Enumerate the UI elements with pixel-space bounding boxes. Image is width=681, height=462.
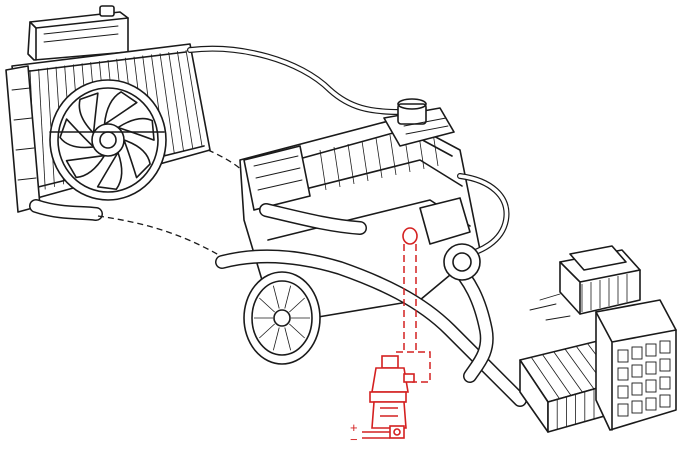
engine-rib <box>389 134 397 176</box>
engine-rib <box>333 146 341 188</box>
housing-vent <box>617 367 629 381</box>
core-fin <box>530 357 560 399</box>
heater-housing <box>529 293 677 431</box>
heater-return-hose <box>457 173 510 259</box>
engine-rib <box>375 137 383 179</box>
engine-rib <box>347 143 355 185</box>
housing-vent <box>659 340 671 354</box>
radiator-fin <box>185 49 203 147</box>
carburettor <box>383 98 455 147</box>
housing-vent <box>631 364 643 378</box>
housing-vent <box>659 394 671 408</box>
radiator-fin <box>176 51 194 149</box>
radiator-fin <box>168 52 184 152</box>
engine-block <box>239 117 481 321</box>
clutch-spoke <box>272 285 280 309</box>
electrical-terminal-labels: + − <box>350 420 358 447</box>
cooling-fan <box>49 79 167 201</box>
housing-vent <box>659 358 671 372</box>
fan-blade <box>78 92 99 134</box>
housing-vent <box>631 346 643 360</box>
housing-vent <box>617 403 629 417</box>
upper-radiator-hose <box>187 45 403 115</box>
clutch-spoke <box>272 327 280 351</box>
fan-blade <box>103 91 138 126</box>
clutch-spoke <box>289 323 305 339</box>
core-fin <box>542 354 572 396</box>
housing-vent <box>645 361 657 375</box>
clutch-flywheel <box>243 271 321 365</box>
housing-vent <box>617 349 629 363</box>
highlight-clamp-ring <box>402 227 418 245</box>
plus-sign: + <box>350 420 358 435</box>
water-pump-housing <box>419 197 481 281</box>
solenoid-valve <box>362 355 415 439</box>
clutch-spoke <box>259 297 275 313</box>
dashed-hose-route <box>97 149 245 259</box>
core-fin <box>564 348 595 390</box>
engine-bypass-hose <box>259 203 367 235</box>
clutch-spoke <box>259 323 275 339</box>
housing-vent <box>631 400 643 414</box>
engine-rib <box>361 140 369 182</box>
fan-blade <box>123 139 151 179</box>
clutch-spoke <box>284 285 292 309</box>
housing-vent <box>645 397 657 411</box>
radiator-fin <box>159 53 175 154</box>
expansion-tank <box>27 5 129 61</box>
minus-sign: − <box>350 432 358 447</box>
housing-vent <box>659 376 671 390</box>
housing-vent <box>645 379 657 393</box>
clutch-spoke <box>289 297 305 313</box>
lower-radiator-hose <box>29 199 103 221</box>
highlight-leader-lines <box>396 244 431 383</box>
core-fin <box>553 351 583 393</box>
fan-blade <box>96 151 123 191</box>
clutch-spoke <box>284 327 292 351</box>
radiator-fin <box>38 68 46 190</box>
housing-vent <box>617 385 629 399</box>
housing-vent <box>645 343 657 357</box>
engine-rib <box>319 149 327 191</box>
fan-blade <box>59 118 95 149</box>
fan-blade <box>117 117 155 141</box>
housing-vent <box>631 382 643 396</box>
fan-blade <box>65 154 106 179</box>
heater-air-box <box>559 245 641 315</box>
